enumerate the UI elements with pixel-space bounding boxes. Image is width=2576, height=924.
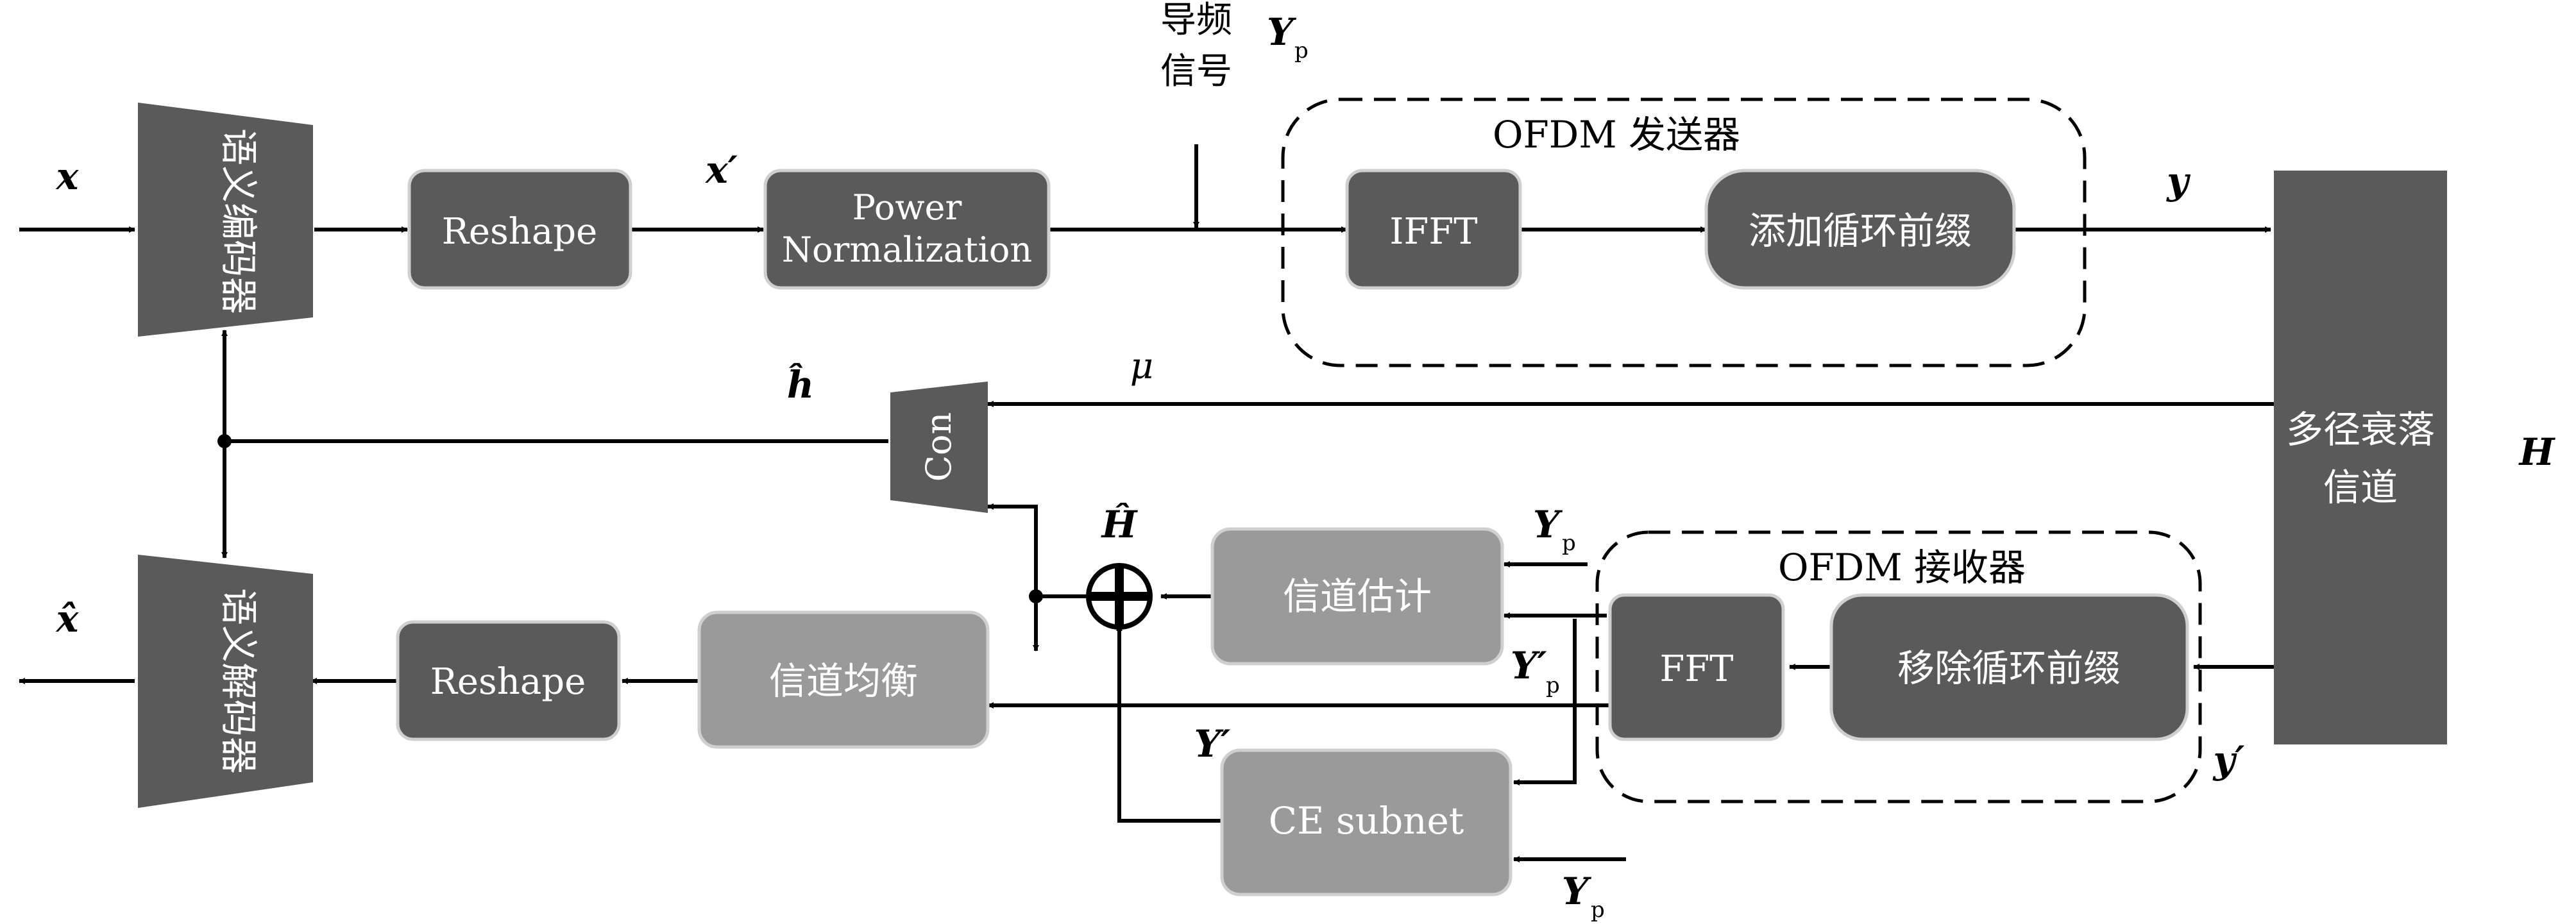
label-yp-prime: Y′ (1511, 644, 1547, 687)
wires-bottom (19, 503, 2274, 862)
channel-equalizer-block (697, 610, 990, 749)
add-cp-text: 添加循环前缀 (1749, 209, 1972, 253)
semantic-encoder-text: 语义编码器 (217, 128, 260, 314)
power-normalization-text-1: Power (852, 187, 962, 228)
channel-equalizer-text: 信道均衡 (769, 659, 918, 703)
semantic-encoder-block (138, 103, 313, 337)
label-x-hat: x̂ (55, 597, 80, 641)
remove-cp-text: 移除循环前缀 (1897, 646, 2121, 690)
label-H-hat: Ĥ (1101, 503, 1139, 546)
ofdm-receiver-group (1595, 530, 2202, 803)
ofdm-transmitter-label: OFDM 发送器 (1493, 113, 1740, 156)
power-normalization-block (763, 169, 1051, 290)
wires-middle (217, 330, 2274, 559)
label-yp-top: Y (1267, 10, 1297, 54)
ifft-text: IFFT (1389, 211, 1477, 253)
semantic-decoder-text: 语义解码器 (217, 588, 260, 774)
label-mu: μ (1130, 346, 1153, 387)
ofdm-receiver-label: OFDM 接收器 (1778, 546, 2026, 589)
fft-text: FFT (1659, 648, 1733, 690)
add-cp-block (1704, 169, 2016, 290)
semantic-decoder-block (138, 555, 313, 808)
con-text: Con (919, 412, 959, 482)
ofdm-transmitter-group (1281, 97, 2087, 367)
label-yp-est-sub: p (1562, 530, 1576, 556)
ifft-block (1345, 169, 1522, 290)
multipath-channel-block (2274, 171, 2447, 744)
adder-symbol (1086, 563, 1153, 630)
label-pilot-2: 信号 (1160, 51, 1232, 92)
remove-cp-block (1829, 593, 2189, 741)
multipath-channel-text-2: 信道 (2323, 466, 2398, 509)
label-yp-ce-sub: p (1591, 897, 1605, 923)
power-normalization-text-2: Normalization (782, 230, 1032, 270)
label-yp-est: Y (1533, 503, 1563, 546)
label-y-prime-ce: Y′ (1194, 722, 1231, 766)
label-h-hat: ĥ (787, 363, 814, 407)
label-yp-ce: Y (1562, 869, 1592, 913)
fft-block (1608, 593, 1785, 741)
multipath-channel-text-1: 多径衰落 (2286, 408, 2435, 451)
reshape-bottom-block (396, 620, 621, 741)
label-yp-top-sub: p (1294, 38, 1309, 63)
reshape-top-block (407, 169, 632, 290)
label-H: H (2518, 430, 2556, 474)
label-x-prime: x′ (704, 148, 738, 192)
label-y: y (2165, 159, 2191, 203)
ce-subnet-text: CE subnet (1269, 799, 1464, 843)
channel-estimation-text: 信道估计 (1283, 575, 1432, 618)
wires-top (19, 144, 2271, 233)
label-y-prime: y′ (2212, 738, 2245, 782)
reshape-bottom-text: Reshape (430, 661, 586, 703)
reshape-top-text: Reshape (442, 211, 597, 253)
channel-estimation-block (1210, 527, 1504, 666)
label-pilot-1: 导频 (1160, 0, 1232, 41)
label-x: x (55, 155, 80, 198)
con-block (890, 382, 988, 513)
label-yp-prime-sub: p (1546, 673, 1560, 698)
ce-subnet-block (1220, 748, 1513, 896)
